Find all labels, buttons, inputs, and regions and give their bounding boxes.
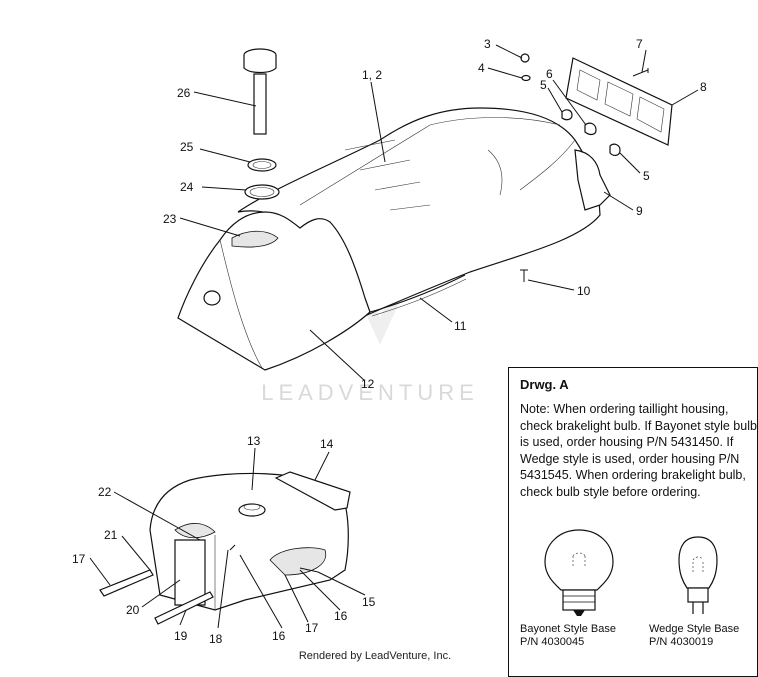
callout-3: 3 <box>484 37 491 51</box>
footer-credit: Rendered by LeadVenture, Inc. <box>298 650 452 662</box>
leader-lines <box>89 44 699 629</box>
callout-17-left: 17 <box>72 552 86 566</box>
callout-16-right: 16 <box>334 609 348 623</box>
gasket-25 <box>247 158 277 172</box>
callout-26: 26 <box>177 86 191 100</box>
callout-12: 12 <box>361 377 375 391</box>
bulb-6 <box>584 122 597 136</box>
fuel-cap-with-tube <box>243 48 277 135</box>
callout-17-right: 17 <box>305 621 319 635</box>
callout-7: 7 <box>636 37 643 51</box>
callout-24: 24 <box>180 180 194 194</box>
callout-numbers: 1, 2 3 4 5 6 7 8 5 9 10 11 12 26 25 24 2… <box>72 37 707 646</box>
bulb-5-upper <box>561 109 573 121</box>
taillight-lens <box>565 57 673 146</box>
callout-19: 19 <box>174 629 188 643</box>
callout-20: 20 <box>126 603 140 617</box>
wedge-bulb-icon <box>678 536 718 614</box>
callout-5-upper: 5 <box>540 78 547 92</box>
callout-1-2: 1, 2 <box>362 68 382 82</box>
callout-9: 9 <box>636 204 643 218</box>
rubber-pad-14 <box>274 471 351 511</box>
callout-25: 25 <box>180 140 194 154</box>
callout-10: 10 <box>577 284 591 298</box>
callout-11: 11 <box>454 319 467 333</box>
bulb-5-lower <box>609 143 621 156</box>
parts-diagram: LEADVENTURE <box>72 37 707 646</box>
taillight-housing <box>574 149 611 211</box>
wedge-caption: Wedge Style Base P/N 4030019 <box>649 623 739 649</box>
clamps-16 <box>229 544 319 573</box>
bayonet-part-number: P/N 4030045 <box>520 636 585 648</box>
callout-5-lower: 5 <box>643 169 650 183</box>
callout-6: 6 <box>546 67 553 81</box>
gasket-24 <box>244 184 280 200</box>
nut-3 <box>520 53 530 63</box>
bayonet-name: Bayonet Style Base <box>520 623 617 635</box>
tank-strip-11 <box>369 274 467 317</box>
callout-21: 21 <box>104 528 118 542</box>
callout-18: 18 <box>209 632 223 646</box>
screw-7 <box>632 68 649 77</box>
callout-13: 13 <box>247 434 261 448</box>
callout-4: 4 <box>478 61 485 75</box>
fuel-lines-17 <box>99 569 214 625</box>
callout-15: 15 <box>362 595 376 609</box>
note-text: Note: When ordering taillight housing, c… <box>520 402 757 499</box>
bayonet-bulb-icon <box>544 529 614 616</box>
callout-8: 8 <box>700 80 707 94</box>
inset-fuel-tank <box>149 472 349 611</box>
wedge-part-number: P/N 4030019 <box>649 636 714 648</box>
callout-14: 14 <box>320 437 334 451</box>
bayonet-caption: Bayonet Style Base P/N 4030045 <box>520 623 616 649</box>
callout-23: 23 <box>163 212 177 226</box>
note-title: Drwg. A <box>520 377 569 392</box>
washer-4 <box>521 74 531 82</box>
screw-10 <box>520 269 528 282</box>
drawing-a-note-box: Drwg. A Note: When ordering taillight ho… <box>508 367 758 677</box>
wedge-name: Wedge Style Base <box>649 623 740 635</box>
fuel-tank <box>177 211 371 371</box>
callout-16-left: 16 <box>272 629 286 643</box>
watermark-text: LEADVENTURE <box>261 380 479 405</box>
callout-22: 22 <box>98 485 112 499</box>
